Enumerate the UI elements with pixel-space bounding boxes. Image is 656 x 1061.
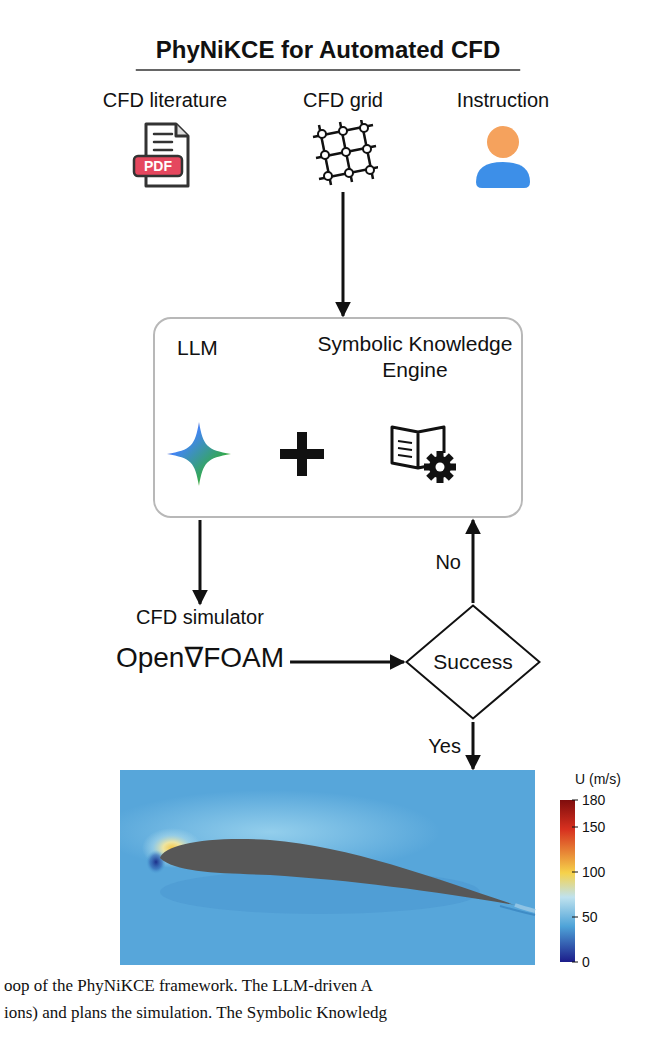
colorbar-tick-label: 50 <box>582 908 598 926</box>
flow-arrow <box>341 192 344 316</box>
grid-node <box>363 145 371 153</box>
text-line <box>154 133 172 136</box>
edge-label: Yes <box>426 734 463 758</box>
colorbar-title: U (m/s) <box>575 770 621 788</box>
grid-node <box>345 169 353 177</box>
gear-hole <box>436 463 445 472</box>
simulator-label: CFD simulator <box>136 605 264 629</box>
colorbar-tick <box>572 800 578 801</box>
input-node: CFD literaturePDF <box>99 88 231 190</box>
colorbar-tick-label: 0 <box>582 953 590 971</box>
text-line <box>154 141 172 144</box>
diamond-outline <box>407 606 540 719</box>
process-box: LLM Symbolic Knowledge Engine <box>153 317 523 518</box>
grid-node <box>321 151 329 159</box>
gear-icon <box>424 451 456 483</box>
simulator-node: CFD simulatorOpen∇FOAM <box>112 605 288 675</box>
text-line <box>154 149 172 152</box>
input-label: CFD literature <box>103 88 227 112</box>
colorbar-tick-label: 150 <box>582 818 605 836</box>
decision-diamond: Success <box>405 604 541 720</box>
grid-node <box>366 166 374 174</box>
grid-node <box>342 148 350 156</box>
velocity-field-plot <box>120 770 640 970</box>
page-fold <box>176 124 188 136</box>
flow-arrow <box>472 722 475 769</box>
input-label: CFD grid <box>303 88 383 112</box>
book-line <box>398 441 412 443</box>
plus-sign <box>280 432 324 476</box>
colorbar-tick <box>572 917 578 918</box>
input-label: Instruction <box>457 88 549 112</box>
colorbar-tick-label: 180 <box>582 791 605 809</box>
input-icon <box>308 120 378 190</box>
title-underline <box>136 69 520 71</box>
input-node: CFD grid <box>299 88 387 190</box>
icon-graphic <box>308 120 378 190</box>
input-node: Instruction <box>453 88 553 190</box>
gear-body <box>429 456 451 478</box>
grid-node <box>318 130 326 138</box>
icon-label: PDF <box>134 156 182 176</box>
colorbar <box>560 800 575 962</box>
input-icon <box>468 120 538 190</box>
book-line <box>398 455 412 457</box>
diagram-title: PhyNiKCE for Automated CFD <box>156 36 500 64</box>
caption-fragment: ions) and plans the simulation. The Symb… <box>4 1003 387 1023</box>
decision-label: Success <box>433 650 512 674</box>
person-body <box>476 162 530 188</box>
grid-line <box>319 167 378 179</box>
flow-arrow <box>472 520 475 603</box>
component-label: Symbolic Knowledge Engine <box>315 331 515 383</box>
colorbar-tick <box>572 827 578 828</box>
book-line <box>398 448 412 450</box>
flow-arrow <box>198 520 201 604</box>
gemini-star <box>167 422 231 486</box>
flow-arrow <box>290 661 404 664</box>
grid-line <box>340 122 352 182</box>
openfoam-logo: Open∇FOAM <box>116 641 284 675</box>
caption-fragment: oop of the PhyNiKCE framework. The LLM-d… <box>4 976 373 996</box>
grid-node <box>324 172 332 180</box>
colorbar-tick <box>572 872 578 873</box>
colorbar-tick <box>572 962 578 963</box>
person-head <box>487 126 519 158</box>
airfoil <box>160 839 515 905</box>
wake-shadow <box>500 906 535 915</box>
input-icon: PDF <box>130 120 200 190</box>
pdf-banner <box>134 156 182 176</box>
grid-line <box>316 146 376 158</box>
component-label: LLM <box>177 335 218 361</box>
knowledge-engine-icon <box>392 427 456 483</box>
colorbar-tick-label: 100 <box>582 863 605 881</box>
grid-node <box>339 127 347 135</box>
result-plot: U (m/s) 180 150 100 50 0 <box>120 770 640 970</box>
grid-node <box>360 124 368 132</box>
icon-graphic <box>130 120 200 190</box>
edge-label: No <box>433 550 463 574</box>
icon-graphic <box>468 120 538 190</box>
grid-icon <box>313 120 378 185</box>
